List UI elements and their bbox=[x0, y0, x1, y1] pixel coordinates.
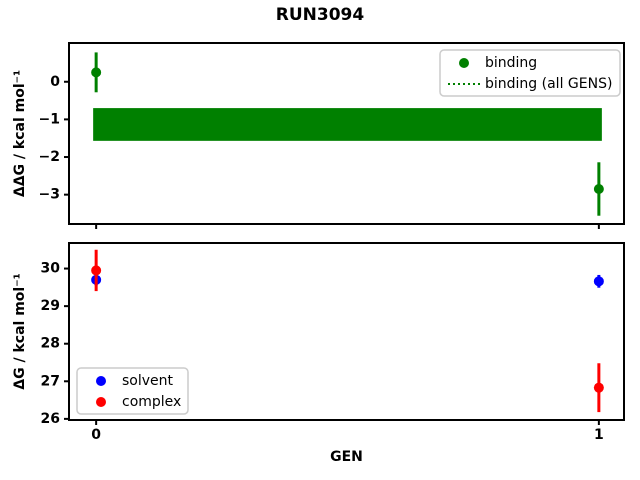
data-point-binding bbox=[91, 67, 102, 78]
y-axis-label: ΔΔG / kcal mol⁻¹ bbox=[12, 70, 28, 197]
axes-frame bbox=[68, 42, 625, 225]
legend-handle-marker bbox=[96, 397, 106, 407]
data-point-complex bbox=[91, 265, 102, 276]
legend-box bbox=[439, 49, 621, 97]
y-tick-label: 29 bbox=[41, 298, 60, 314]
data-point-complex bbox=[593, 382, 604, 393]
y-tick-label: 27 bbox=[41, 373, 60, 389]
legend-item-label: solvent bbox=[122, 373, 174, 389]
y-tick-label: −2 bbox=[39, 149, 60, 165]
legend-handle-marker bbox=[459, 58, 469, 68]
figure-title: RUN3094 bbox=[275, 5, 365, 25]
y-axis-label: ΔG / kcal mol⁻¹ bbox=[12, 273, 28, 389]
legend-handle-marker bbox=[96, 376, 106, 386]
uncertainty-band bbox=[93, 108, 602, 141]
data-point-solvent bbox=[593, 276, 604, 287]
y-tick-label: 28 bbox=[41, 336, 60, 352]
x-tick-label: 0 bbox=[91, 427, 101, 443]
legend-item-label: complex bbox=[122, 394, 181, 410]
legend-item-label: binding (all GENS) bbox=[485, 76, 612, 92]
y-tick-label: 0 bbox=[50, 74, 60, 90]
y-tick-label: 26 bbox=[41, 411, 60, 427]
y-tick-label: −1 bbox=[39, 111, 60, 127]
legend-item-label: binding bbox=[485, 55, 537, 71]
y-tick-label: −3 bbox=[39, 187, 60, 203]
x-tick-label: 1 bbox=[594, 427, 604, 443]
data-point-binding bbox=[593, 184, 604, 195]
axes-frame bbox=[68, 242, 625, 421]
x-axis-label: GEN bbox=[330, 449, 363, 465]
y-tick-label: 30 bbox=[41, 261, 61, 277]
